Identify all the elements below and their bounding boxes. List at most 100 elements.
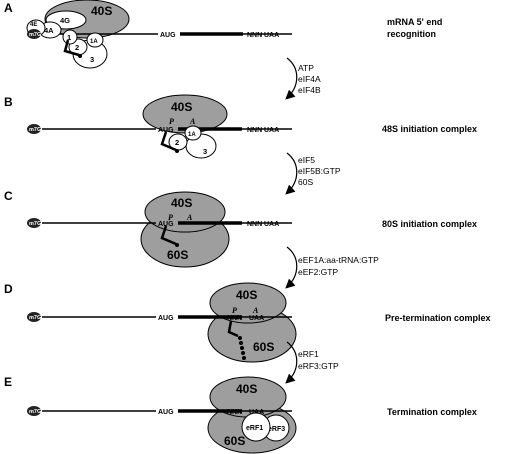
factor-eif1 — [62, 29, 78, 45]
initiator-trna — [160, 225, 177, 246]
start-codon: AUG — [158, 221, 174, 228]
cap-m7g — [27, 218, 41, 228]
stage-label-b: 48S initiation complex — [382, 124, 477, 134]
cap-label: m7G — [29, 127, 41, 133]
transition-1: ATP eIF4A eIF4B — [285, 57, 321, 100]
transition-arrow — [285, 341, 298, 384]
stop-codon: UAA — [249, 409, 264, 416]
initiator-trna — [63, 39, 80, 57]
sense-codon: NNN — [247, 127, 262, 134]
met-residue — [175, 149, 179, 153]
sense-codon: NNN — [247, 221, 262, 228]
factor-3-label: 3 — [203, 147, 207, 156]
transition-1-line-3: eIF4B — [298, 85, 321, 95]
peptide-residue-5 — [242, 356, 246, 360]
stop-codon: UAA — [264, 221, 279, 228]
factor-4a-label: 4A — [44, 26, 54, 35]
transition-4-line-1: eRF1 — [298, 349, 319, 359]
transition-2: eIF5 eIF5B:GTP 60S — [285, 152, 341, 195]
transition-3: eEF1A:aa-tRNA:GTP eEF2:GTP — [285, 246, 379, 289]
p-site: P — [169, 117, 174, 126]
transition-2-line-2: eIF5B:GTP — [298, 166, 341, 176]
factor-1a-label: 1A — [188, 132, 196, 138]
initiator-trna — [160, 131, 177, 152]
small-subunit-label: 40S — [171, 100, 192, 114]
panel-letter-d: D — [4, 282, 13, 296]
met-residue — [175, 243, 179, 247]
start-codon: AUG — [158, 127, 174, 134]
small-subunit-40s — [209, 282, 287, 324]
a-site: A — [186, 213, 193, 222]
factor-eif1a — [86, 32, 104, 48]
stop-codon: UAA — [264, 127, 279, 134]
panel-letter-e: E — [4, 375, 12, 389]
transition-3-line-1: eEF1A:aa-tRNA:GTP — [298, 255, 379, 265]
p-site: P — [168, 213, 173, 222]
large-subunit-label: 60S — [224, 434, 245, 448]
small-subunit-label: 40S — [236, 382, 257, 396]
factor-1a-label: 1A — [90, 39, 98, 45]
factor-erf3-label: eRF3 — [268, 426, 285, 433]
p-site: P — [232, 306, 237, 315]
panel-e: E 60S 40S AUG NNN UAA m7G eRF3 eRF1 Term… — [4, 375, 477, 454]
transition-arrow — [285, 152, 298, 195]
met-residue — [78, 54, 82, 58]
cap-label: m7G — [29, 409, 41, 415]
small-subunit-label: 40S — [236, 288, 257, 302]
small-subunit-label: 40S — [171, 196, 192, 210]
cap-m7g — [27, 406, 41, 416]
transition-3-line-2: eEF2:GTP — [298, 267, 338, 277]
factor-eif1a — [184, 125, 202, 141]
stop-codon: UAA — [264, 32, 279, 39]
transition-4-line-2: eRF3:GTP — [298, 361, 339, 371]
panel-c: C 60S 40S P A AUG NNN UAA m7G 80S initia… — [4, 189, 477, 268]
factor-4g-label: 4G — [60, 16, 70, 25]
stage-label-a-line2: recognition — [387, 29, 436, 39]
start-codon: AUG — [160, 32, 176, 39]
peptide-residue-1 — [238, 336, 242, 340]
a-site: A — [252, 306, 259, 315]
peptidyl-trna — [227, 320, 239, 338]
panel-letter-a: A — [4, 1, 13, 15]
stage-label-c: 80S initiation complex — [382, 219, 477, 229]
peptide-residue-3 — [240, 346, 244, 350]
transition-arrow — [285, 246, 298, 289]
a-site: A — [189, 117, 196, 126]
cap-m7g — [27, 29, 41, 39]
cap-label: m7G — [29, 221, 41, 227]
factor-2-label: 2 — [175, 138, 179, 147]
panel-letter-b: B — [4, 95, 13, 109]
panel-d: D 60S 40S P A AUG NNN UAA m7G Pre-termin… — [4, 282, 491, 363]
transition-4: eRF1 eRF3:GTP — [285, 341, 339, 384]
peptide-residue-4 — [241, 351, 245, 355]
factor-4e-label: 4E — [30, 22, 37, 28]
start-codon: AUG — [158, 315, 174, 322]
stage-label-e: Termination complex — [387, 407, 477, 417]
start-codon: AUG — [158, 409, 174, 416]
cap-m7g — [27, 124, 41, 134]
factor-1-label: 1 — [67, 33, 71, 42]
stage-label-a: mRNA 5' end — [387, 17, 442, 27]
transition-arrow — [285, 57, 298, 100]
factor-2-label: 2 — [75, 43, 79, 52]
cap-m7g — [27, 312, 41, 322]
panel-letter-c: C — [4, 189, 13, 203]
factor-3-label: 3 — [90, 55, 94, 64]
transition-2-line-1: eIF5 — [298, 155, 315, 165]
sense-codon: NNN — [247, 32, 262, 39]
panel-b: B 40S P A AUG NNN UAA m7G 3 1A 2 48S ini… — [4, 94, 477, 159]
sense-codon: NNN — [227, 315, 242, 322]
factor-erf1-label: eRF1 — [246, 425, 263, 432]
stage-label-d: Pre-termination complex — [385, 313, 491, 323]
transition-1-line-2: eIF4A — [298, 74, 321, 84]
transition-2-line-3: 60S — [298, 177, 313, 187]
cap-label: m7G — [29, 315, 41, 321]
cap-label: m7G — [29, 32, 41, 38]
transition-1-line-1: ATP — [298, 63, 314, 73]
small-subunit-label: 40S — [91, 4, 112, 18]
large-subunit-label: 60S — [253, 340, 274, 354]
sense-codon: NNN — [227, 409, 242, 416]
factor-erf1 — [241, 412, 271, 442]
peptide-residue-2 — [239, 341, 243, 345]
